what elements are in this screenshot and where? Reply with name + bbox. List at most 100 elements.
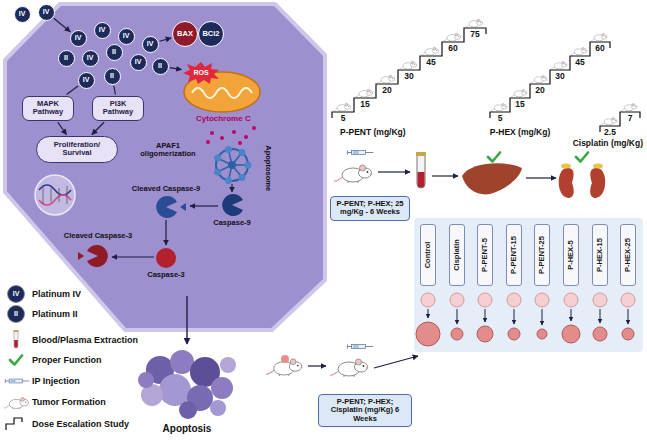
treatment-panel [593,293,607,307]
toxicity-workflow [590,168,605,198]
platinum-circle: IV [82,50,99,67]
dose-label: 45 [575,58,584,68]
pathway-box: MAPK Pathway [22,96,74,121]
tumor-workflow [374,356,418,368]
signal-arrow [58,122,67,134]
group-header: P-PENT-5 [477,224,493,286]
dose-label: 15 [360,100,369,110]
apoptosome-wheel [218,149,248,180]
pathway-label: APAF1 oligomerization [135,142,201,159]
dose-escalation-steps [332,28,486,118]
group-header: Control [420,224,436,286]
apoptosome-wheel [245,162,252,169]
toxicity-workflow [347,150,373,154]
treatment-panel [421,293,435,307]
caspase-cascade [231,184,232,192]
dose-escalation-steps [490,42,610,118]
cytochrome-dots [244,135,248,139]
apoptosome-wheel [225,146,232,153]
platinum-circle: IV [78,72,95,89]
dose-label: 2.5 [604,128,616,138]
platinum-circle: IV [94,22,111,39]
dose-escalation-steps [332,28,640,132]
legend-icons [14,330,19,348]
cytochrome-dots [252,126,256,130]
caspase-cascade [78,252,84,260]
ros-burst-shape [183,62,219,84]
legend-text: Proper Function [32,355,102,365]
treatment-panel [514,309,515,324]
step-mice [399,61,417,69]
dna-nucleus [39,185,71,195]
group-header: P-PENT-15 [506,224,522,286]
step-mice [465,19,483,27]
caspase-cascade [222,194,243,216]
node-text: IV [19,10,26,18]
treatment-panel [508,328,520,340]
legend-icons [8,286,25,303]
step-mice [511,90,527,98]
treatment-panel [457,309,458,324]
platinum-circle: IV [118,28,135,45]
treatment-panel [428,309,429,318]
node-text: IV [123,32,130,40]
mitochondrion [192,88,252,98]
outcome-box: Proliferation/ Survival [36,136,118,163]
cytochrome-dots [232,130,236,134]
group-header: Cisplatin [449,224,465,286]
tumor-workflow [281,355,289,363]
node-text: P-PENT-25 [538,236,546,274]
dose-label: 75 [470,30,479,40]
signal-arrow [170,68,182,70]
pathway-label: Cytochrome C [196,115,251,124]
step-mice [355,89,373,97]
signal-arrow [114,86,116,95]
treatment-panel [485,309,486,322]
treatment-panel [542,309,543,325]
dose-label: 20 [535,86,544,96]
pathway-label: Cleaved Caspase-9 [132,185,200,193]
caspase-cascade [87,245,108,267]
caspase-cascade [156,248,176,268]
apoptosome-wheel [239,149,246,156]
apoptosome-wheel [225,177,232,184]
caspase-cascade [180,203,186,211]
caspase-cascade [112,256,154,257]
legend-icons [8,306,25,323]
toxicity-workflow [559,168,574,198]
toxicity-workflow [378,171,410,172]
treatment-panel [564,293,578,307]
treatment-panel [421,293,635,307]
node-text: IV [99,26,106,34]
treatment-panel [571,309,572,321]
caspase-cascade [78,184,243,344]
toxicity-workflow [593,164,603,169]
dose-label: Cisplatin (mg/Kg) [573,139,643,149]
apoptotic-bodies [138,372,154,388]
step-mice [621,104,637,112]
node-text: IV [147,40,154,48]
tumor-workflow [266,344,418,377]
node-text: IV [75,34,82,42]
apoptotic-bodies [211,377,233,399]
dna-nucleus [35,175,75,215]
dose-label: 15 [515,100,524,110]
dose-label: 20 [382,86,391,96]
platinum-circle: II [104,68,121,85]
platinum-circle: II [58,50,75,67]
treatment-panel [414,218,643,352]
dose-label: 5 [498,114,503,124]
step-mice [531,76,547,84]
legend-icons [4,397,29,409]
cell [5,4,325,330]
step-mice [421,47,439,55]
legend-icons [10,356,22,365]
tumor-workflow [347,344,373,348]
apoptosome-wheel [216,149,248,181]
dose-label: 5 [341,114,346,124]
treatment-panel [478,293,492,307]
treatment-box: P-PENT; P-HEX; 25 mg/Kg - 6 Weeks [330,196,410,221]
